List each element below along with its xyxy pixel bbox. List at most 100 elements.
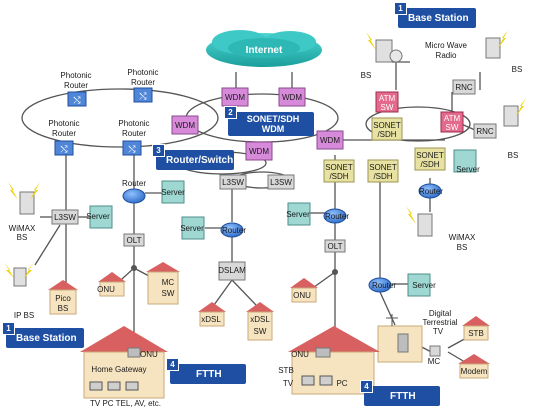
base-station-tower: BS xyxy=(485,30,522,74)
splitter-dot xyxy=(131,265,137,271)
callout-text: Base Station xyxy=(408,12,469,24)
svg-text:Router: Router xyxy=(131,78,155,87)
svg-text:ATM: ATM xyxy=(444,114,461,123)
router-icon-glyph: ⤭ xyxy=(60,144,67,154)
sonet-sdh-node: SONET /SDH xyxy=(371,117,403,141)
svg-text:SW: SW xyxy=(381,103,394,112)
server-node: Server xyxy=(161,180,185,204)
svg-text:L3SW: L3SW xyxy=(54,213,76,222)
svg-text:Server: Server xyxy=(180,224,204,233)
dslam-node: DSLAM xyxy=(218,261,246,281)
tv-icon xyxy=(89,381,103,391)
callout-router-switch: 3 Router/Switch xyxy=(152,144,234,170)
svg-text:Server: Server xyxy=(456,165,480,174)
svg-text:SONET: SONET xyxy=(325,163,353,172)
svg-text:Micro Wave: Micro Wave xyxy=(425,41,467,50)
callout-number: 1 xyxy=(394,2,407,15)
l3sw-node: L3SW xyxy=(219,174,247,190)
router-icon-glyph: ⤭ xyxy=(139,91,146,101)
splitter-dot xyxy=(332,269,338,275)
svg-text:TV PC TEL, AV, etc.: TV PC TEL, AV, etc. xyxy=(90,399,161,408)
svg-text:Home Gateway: Home Gateway xyxy=(91,365,146,374)
rnc-node: RNC xyxy=(473,123,497,139)
svg-text:STB: STB xyxy=(468,329,484,338)
svg-text:Server: Server xyxy=(286,210,310,219)
svg-text:/SDH: /SDH xyxy=(373,172,392,181)
internet-cloud: Internet xyxy=(206,30,322,67)
wdm-node: WDM xyxy=(278,87,306,107)
ip-base-station: IP BS xyxy=(4,262,34,320)
svg-text:Router: Router xyxy=(372,281,396,290)
sonet-sdh-node: SONET /SDH xyxy=(323,159,355,183)
wdm-node: WDM xyxy=(316,130,344,150)
callout-base-station-bottom: 1 Base Station xyxy=(2,322,84,348)
server-node: Server xyxy=(407,273,436,297)
svg-text:RNC: RNC xyxy=(476,127,494,136)
l3sw-node: L3SW xyxy=(51,209,79,225)
wdm-label: WDM xyxy=(320,136,340,145)
svg-text:Pico: Pico xyxy=(55,294,71,303)
svg-text:Router: Router xyxy=(122,179,146,188)
callout-number: 4 xyxy=(166,358,179,371)
server-node: Server xyxy=(286,202,311,226)
svg-text:BS: BS xyxy=(508,151,519,160)
callout-text: FTTH xyxy=(390,390,416,402)
house-onu-right: ONU xyxy=(290,278,318,303)
svg-text:Photonic: Photonic xyxy=(127,68,158,77)
atm-ring xyxy=(365,106,471,142)
svg-text:Photonic: Photonic xyxy=(118,119,149,128)
svg-text:SONET: SONET xyxy=(416,151,444,160)
callout-text: FTTH xyxy=(196,368,222,380)
server-node: Server xyxy=(180,216,205,240)
router-node: Router xyxy=(220,222,246,238)
svg-text:Terrestrial: Terrestrial xyxy=(422,318,457,327)
svg-text:BS: BS xyxy=(457,243,468,252)
callout-number: 1 xyxy=(2,322,15,335)
svg-text:/SDH: /SDH xyxy=(329,172,348,181)
atm-switch: ATM SW xyxy=(375,91,399,113)
house-onu-left: ONU xyxy=(97,272,126,297)
svg-text:Router: Router xyxy=(122,129,146,138)
svg-text:Photonic: Photonic xyxy=(48,119,79,128)
svg-text:TV: TV xyxy=(433,327,444,336)
sonet-sdh-node: SONET /SDH xyxy=(367,159,399,183)
photonic-router: ⤭ Photonic Router xyxy=(48,119,80,156)
svg-text:TV: TV xyxy=(283,379,294,388)
rnc-node: RNC xyxy=(452,79,476,95)
svg-text:SW: SW xyxy=(446,123,459,132)
house-pico-bs: Pico BS xyxy=(48,280,78,315)
router-icon-glyph: ⤭ xyxy=(128,144,135,154)
house-stb: STB xyxy=(462,316,490,341)
house-modem: Modem xyxy=(458,354,490,379)
server-node: Server xyxy=(453,149,480,174)
svg-text:xDSL: xDSL xyxy=(201,315,221,324)
svg-text:Server: Server xyxy=(86,212,110,221)
callout-sonet-sdh-wdm: 2 SONET/SDH WDM xyxy=(224,106,314,136)
pc-icon xyxy=(319,375,333,386)
svg-text:/SDH: /SDH xyxy=(420,160,439,169)
microwave-base-station: BS Micro Wave Radio xyxy=(361,32,468,80)
svg-text:BS: BS xyxy=(17,233,28,242)
callout-number: 3 xyxy=(152,144,165,157)
svg-text:Digital: Digital xyxy=(429,309,451,318)
callout-number: 4 xyxy=(360,380,373,393)
photonic-ring xyxy=(21,88,219,148)
svg-text:L3SW: L3SW xyxy=(222,178,244,187)
svg-text:Modem: Modem xyxy=(461,367,488,376)
photonic-router: ⤭ Photonic Router xyxy=(118,119,150,156)
wdm-label: WDM xyxy=(249,147,269,156)
svg-text:SW: SW xyxy=(254,327,267,336)
svg-text:Radio: Radio xyxy=(436,51,457,60)
svg-text:DSLAM: DSLAM xyxy=(218,266,246,275)
svg-text:PC: PC xyxy=(336,379,347,388)
callout-text: Base Station xyxy=(16,332,77,344)
svg-text:/SDH: /SDH xyxy=(377,130,396,139)
svg-text:MC: MC xyxy=(428,357,441,366)
wdm-node: WDM xyxy=(245,141,273,161)
callout-ftth-left: 4 FTTH xyxy=(166,358,246,384)
svg-text:Server: Server xyxy=(161,188,185,197)
svg-text:Router: Router xyxy=(52,129,76,138)
svg-text:BS: BS xyxy=(361,71,372,80)
svg-text:Server: Server xyxy=(412,281,436,290)
